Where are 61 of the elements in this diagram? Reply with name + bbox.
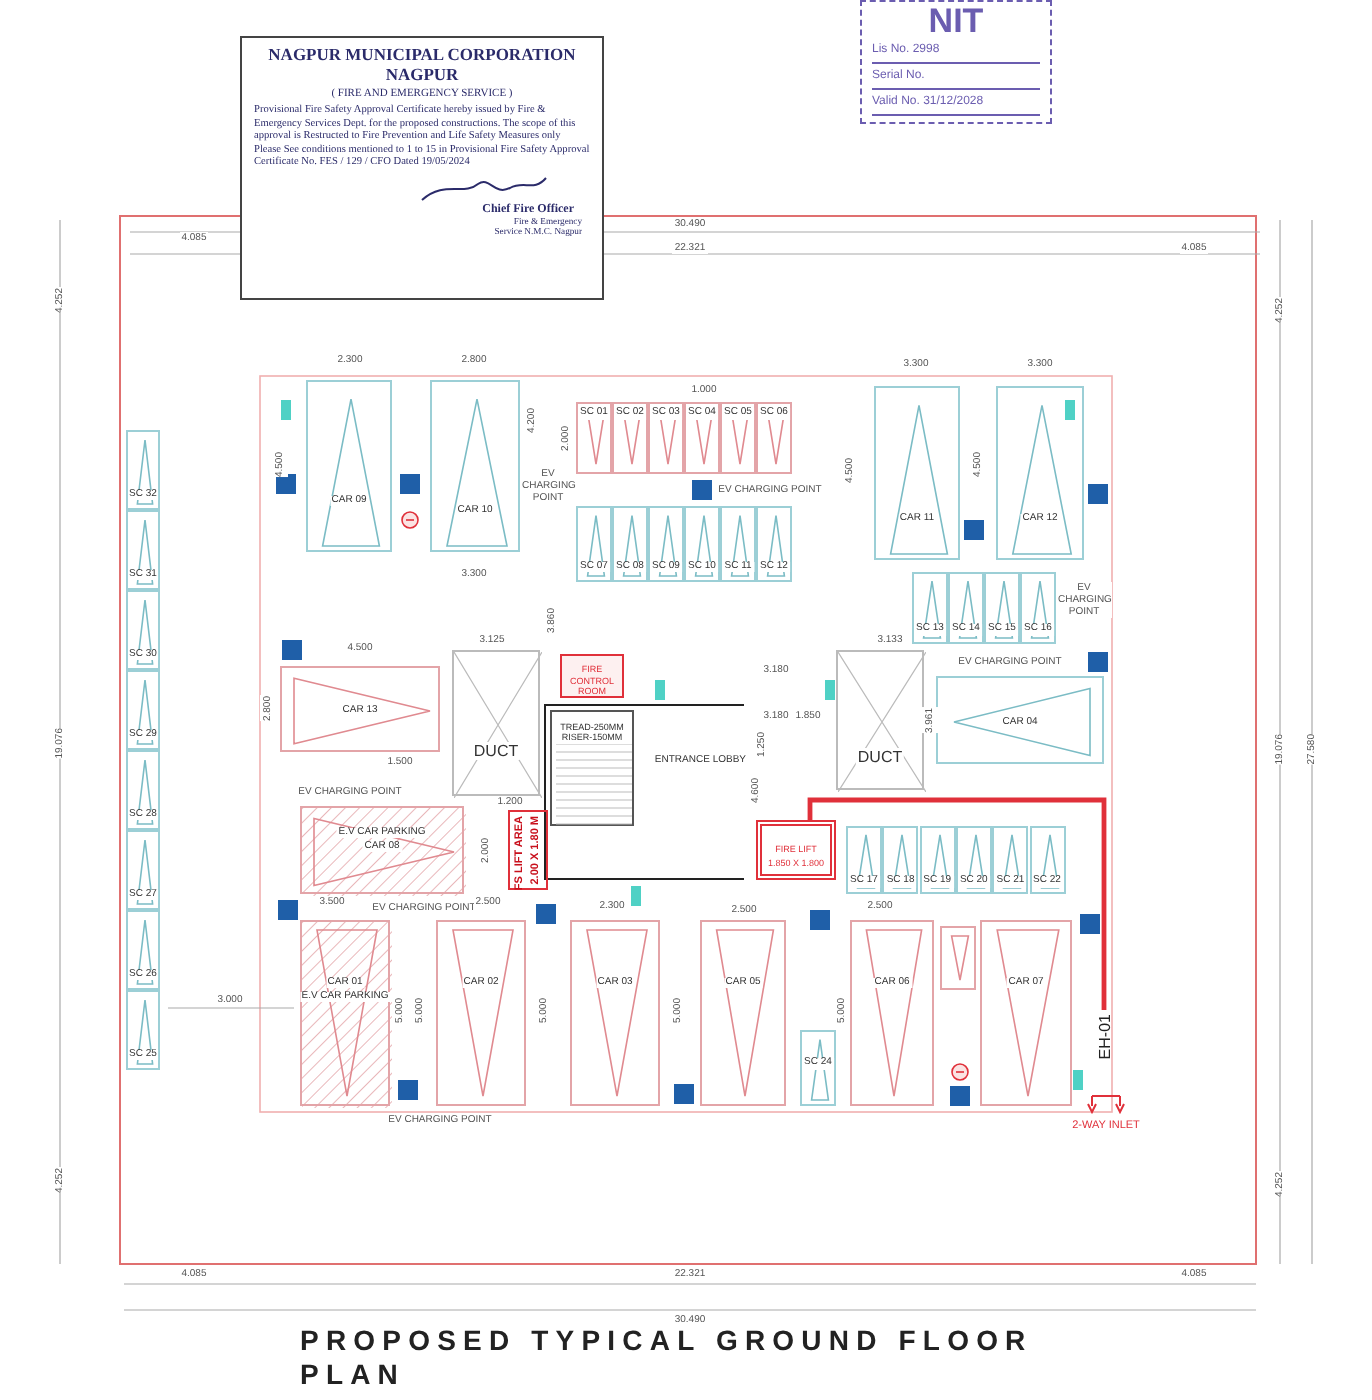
parking-bay xyxy=(940,926,976,990)
parking-bay xyxy=(1029,826,1065,894)
parking-bay xyxy=(126,750,160,830)
parking-bay xyxy=(850,920,934,1106)
parking-bay xyxy=(919,826,956,894)
parking-bay xyxy=(576,506,612,582)
parking-bay xyxy=(700,920,786,1106)
license-stamp xyxy=(860,0,1052,124)
parking-bay xyxy=(874,386,960,560)
ev-parking-bay xyxy=(300,806,464,894)
parking-bay xyxy=(1020,572,1056,644)
parking-bay xyxy=(955,826,992,894)
parking-bay xyxy=(846,826,882,894)
parking-bay xyxy=(126,590,160,670)
parking-bay xyxy=(280,666,440,752)
parking-bay xyxy=(992,826,1029,894)
parking-bay xyxy=(684,402,720,474)
parking-bay xyxy=(612,402,648,474)
staircase xyxy=(550,710,634,826)
lobby-area xyxy=(544,704,744,880)
parking-bay xyxy=(126,670,160,750)
parking-bay xyxy=(126,990,160,1070)
parking-bay xyxy=(576,402,612,474)
parking-bay xyxy=(996,386,1084,560)
parking-bay xyxy=(570,920,660,1106)
lift-box xyxy=(756,820,836,880)
parking-bay xyxy=(126,430,160,510)
room-label: EH-01 xyxy=(1094,1014,1116,1060)
room-box xyxy=(560,654,624,698)
parking-bay xyxy=(800,1030,836,1106)
stamp-heading: NIT xyxy=(926,4,986,38)
area-label: DUCT xyxy=(471,742,521,761)
parking-bay xyxy=(720,506,756,582)
parking-bay xyxy=(936,676,1104,764)
approval-stamp xyxy=(240,36,604,300)
parking-bay xyxy=(756,402,792,474)
parking-bay xyxy=(126,830,160,910)
parking-bay xyxy=(126,910,160,990)
duct-area xyxy=(836,650,924,790)
parking-bay xyxy=(648,506,684,582)
parking-bay xyxy=(126,510,160,590)
parking-bay xyxy=(684,506,720,582)
area-label: DUCT xyxy=(855,747,905,766)
parking-bay xyxy=(436,920,526,1106)
parking-bay xyxy=(948,572,984,644)
parking-bay xyxy=(882,826,919,894)
parking-bay xyxy=(306,380,392,552)
parking-bay xyxy=(612,506,648,582)
parking-bay xyxy=(984,572,1020,644)
drawing-title: PROPOSED TYPICAL GROUND FLOOR PLAN xyxy=(300,1324,1035,1392)
lift-area xyxy=(508,810,548,890)
parking-bay xyxy=(912,572,948,644)
parking-bay xyxy=(430,380,520,552)
ev-parking-bay xyxy=(300,920,390,1106)
parking-bay xyxy=(720,402,756,474)
parking-bay xyxy=(648,402,684,474)
parking-bay xyxy=(980,920,1072,1106)
parking-bay xyxy=(756,506,792,582)
duct-area xyxy=(452,650,540,796)
pipe-line xyxy=(807,797,1107,1010)
stamp-heading: NAGPUR MUNICIPAL CORPORATION NAGPUR xyxy=(266,46,578,84)
